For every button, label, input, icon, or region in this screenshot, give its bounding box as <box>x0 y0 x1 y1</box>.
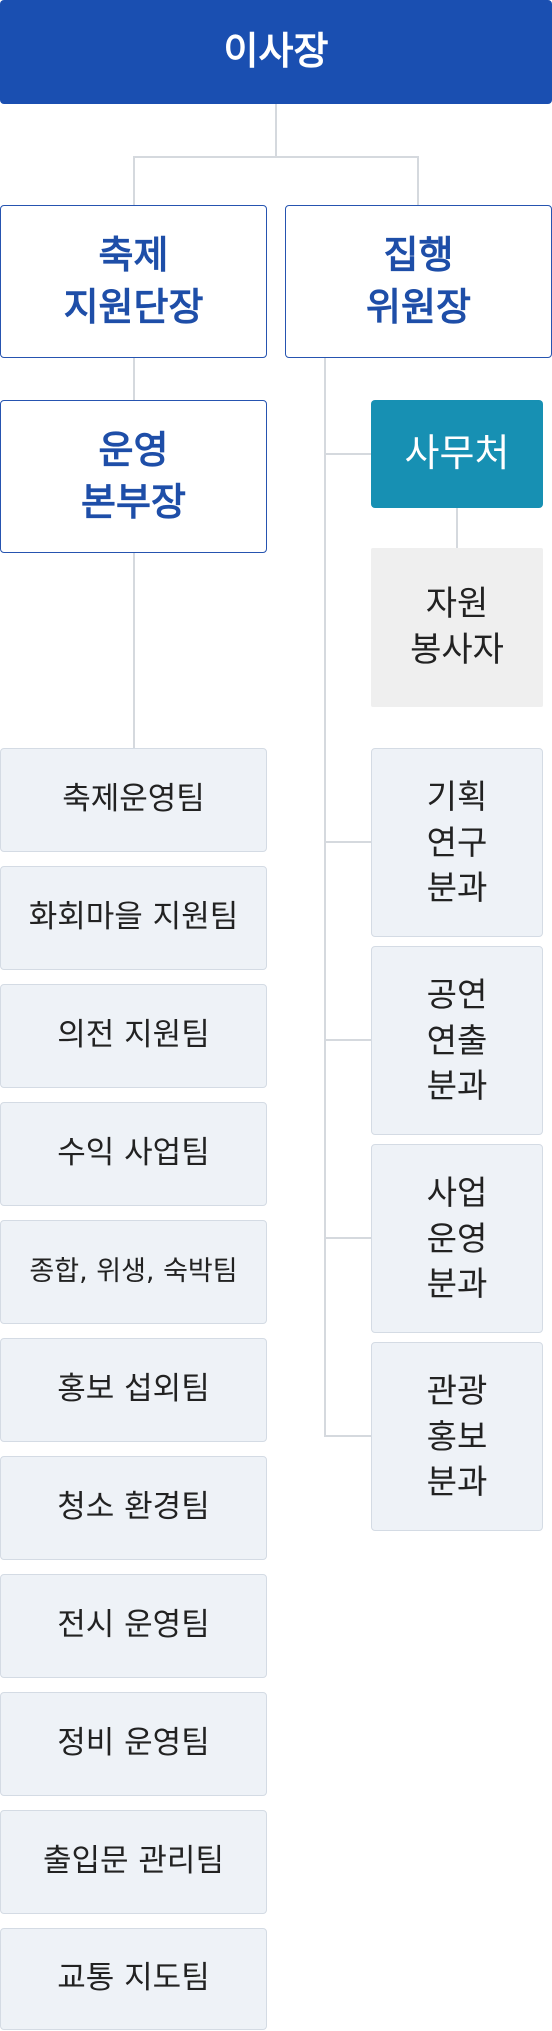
division-label: 기획 연구 분과 <box>426 777 488 908</box>
division-box: 공연 연출 분과 <box>371 946 543 1135</box>
volunteers-box: 자원 봉사자 <box>371 548 543 707</box>
volunteers-label: 자원 봉사자 <box>410 583 504 670</box>
secretariat-label: 사무처 <box>404 431 510 476</box>
connector-left-vertical-2 <box>133 553 135 748</box>
division-label: 사업 운영 분과 <box>426 1173 488 1304</box>
branch-division-4 <box>324 1435 371 1437</box>
exec-chair-label: 집행 위원장 <box>366 233 471 329</box>
branch-division-2 <box>324 1039 371 1041</box>
chairman-box: 이사장 <box>0 0 552 104</box>
division-label: 공연 연출 분과 <box>426 975 488 1106</box>
team-label: 화회마을 지원팀 <box>28 899 239 936</box>
team-label: 전시 운영팀 <box>57 1607 210 1644</box>
team-label: 홍보 섭외팀 <box>57 1371 210 1408</box>
connector-left-vertical-1 <box>133 357 135 400</box>
team-box: 화회마을 지원팀 <box>0 866 267 970</box>
team-label: 의전 지원팀 <box>57 1017 210 1054</box>
division-box: 기획 연구 분과 <box>371 748 543 937</box>
connector-left-drop <box>133 156 135 205</box>
team-label: 교통 지도팀 <box>57 1960 210 1997</box>
team-label: 출입문 관리팀 <box>43 1843 224 1880</box>
connector-secretariat-volunteers <box>456 508 458 548</box>
branch-secretariat <box>324 453 371 455</box>
connector-right-drop <box>417 156 419 205</box>
team-box: 축제운영팀 <box>0 748 267 852</box>
team-box: 전시 운영팀 <box>0 1574 267 1678</box>
team-label: 수익 사업팀 <box>57 1135 210 1172</box>
ops-director-box: 운영 본부장 <box>0 400 267 553</box>
exec-chair-box: 집행 위원장 <box>285 205 552 358</box>
division-box: 관광 홍보 분과 <box>371 1342 543 1531</box>
team-box: 의전 지원팀 <box>0 984 267 1088</box>
team-box: 종합, 위생, 숙박팀 <box>0 1220 267 1324</box>
chairman-label: 이사장 <box>223 29 329 74</box>
connector-chairman-down <box>275 104 277 157</box>
team-box: 홍보 섭외팀 <box>0 1338 267 1442</box>
team-box: 교통 지도팀 <box>0 1928 267 2030</box>
branch-division-1 <box>324 841 371 843</box>
team-box: 정비 운영팀 <box>0 1692 267 1796</box>
division-label: 관광 홍보 분과 <box>426 1371 488 1502</box>
team-label: 종합, 위생, 숙박팀 <box>29 1255 238 1287</box>
team-box: 청소 환경팀 <box>0 1456 267 1560</box>
festival-director-label: 축제 지원단장 <box>63 233 204 329</box>
ops-director-label: 운영 본부장 <box>81 428 186 524</box>
connector-right-vertical <box>324 357 326 1437</box>
team-label: 정비 운영팀 <box>57 1725 210 1762</box>
team-label: 축제운영팀 <box>62 781 205 818</box>
secretariat-box: 사무처 <box>371 400 543 508</box>
connector-top-horizontal <box>133 156 419 158</box>
branch-division-3 <box>324 1237 371 1239</box>
division-box: 사업 운영 분과 <box>371 1144 543 1333</box>
festival-director-box: 축제 지원단장 <box>0 205 267 358</box>
team-label: 청소 환경팀 <box>57 1489 210 1526</box>
team-box: 수익 사업팀 <box>0 1102 267 1206</box>
team-box: 출입문 관리팀 <box>0 1810 267 1914</box>
